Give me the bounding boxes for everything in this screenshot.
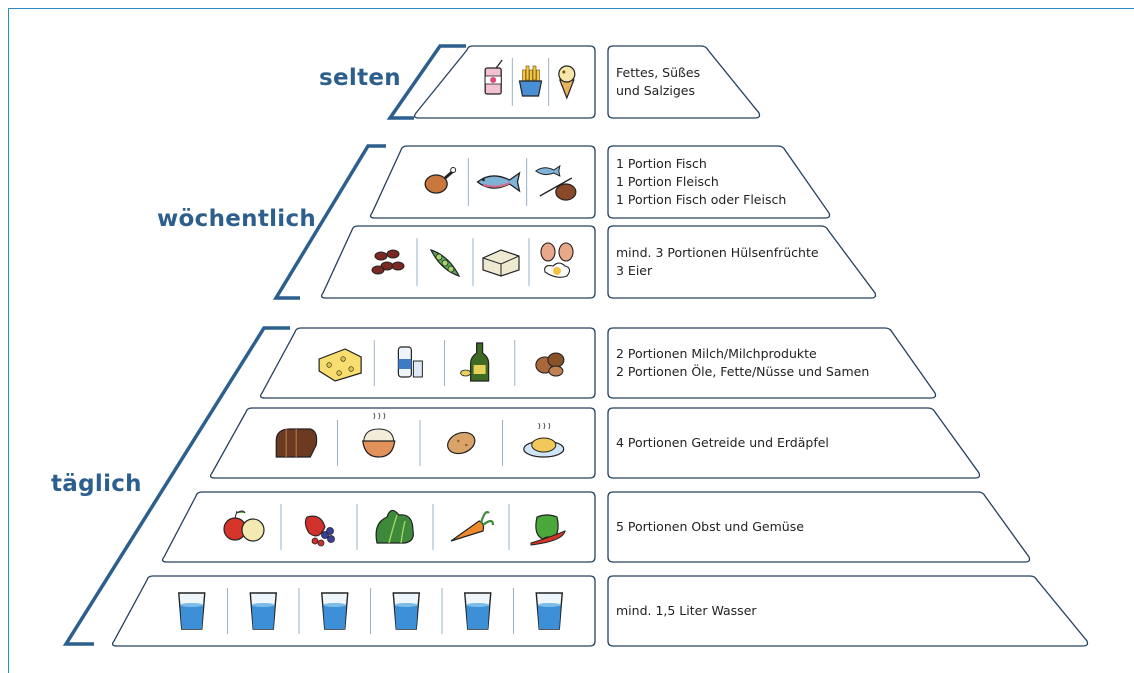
berries-icon bbox=[304, 515, 335, 547]
level-5 bbox=[209, 407, 981, 479]
level-5-text-cell bbox=[607, 407, 981, 479]
water-glass-icon bbox=[463, 592, 492, 630]
potato-icon bbox=[447, 431, 476, 455]
level-1-description: Fettes, Süßes und Salziges bbox=[616, 64, 700, 100]
pasta-plate-icon bbox=[523, 422, 565, 458]
level-3 bbox=[320, 225, 877, 299]
freq-label-woechentlich: wöchentlich bbox=[157, 206, 317, 232]
chicken-leg-icon bbox=[424, 167, 457, 194]
oil-bottle-icon bbox=[460, 342, 490, 382]
pepper-icon bbox=[530, 514, 566, 546]
description-line: 2 Portionen Milch/Milchprodukte bbox=[616, 346, 817, 361]
level-5-description: 4 Portionen Getreide und Erdäpfel bbox=[616, 434, 829, 452]
level-5-icon-cell bbox=[209, 407, 596, 479]
frame-left-border bbox=[8, 8, 9, 673]
freq-label-taeglich: täglich bbox=[51, 471, 142, 497]
description-line: 3 Eier bbox=[616, 263, 653, 278]
level-1-text-cell bbox=[607, 45, 761, 119]
beans-icon bbox=[371, 249, 405, 275]
cheese-icon bbox=[318, 348, 362, 382]
milk-icon bbox=[397, 346, 423, 378]
description-line: 1 Portion Fleisch bbox=[616, 174, 719, 189]
lettuce-icon bbox=[375, 509, 414, 544]
eggs-icon bbox=[540, 242, 574, 278]
soft-drink-icon bbox=[484, 59, 503, 95]
level-4-description: 2 Portionen Milch/Milchprodukte 2 Portion… bbox=[616, 345, 869, 381]
apple-icon bbox=[223, 510, 265, 542]
bracket-selten bbox=[386, 44, 466, 120]
level-7-text-cell bbox=[607, 575, 1089, 647]
description-line: mind. 1,5 Liter Wasser bbox=[616, 603, 757, 618]
description-line: Fettes, Süßes bbox=[616, 65, 701, 80]
level-6-description: 5 Portionen Obst und Gemüse bbox=[616, 518, 804, 536]
ice-cream-icon bbox=[558, 65, 576, 100]
description-line: 1 Portion Fisch bbox=[616, 156, 707, 171]
french-fries-icon bbox=[518, 65, 543, 97]
level-4 bbox=[259, 327, 937, 399]
level-4-icon-cell bbox=[259, 327, 596, 399]
peas-icon bbox=[429, 248, 461, 278]
bracket-woechentlich bbox=[272, 144, 386, 300]
freq-label-selten: selten bbox=[319, 65, 401, 91]
carrot-icon bbox=[450, 511, 495, 542]
level-7 bbox=[111, 575, 1089, 647]
level-2-description: 1 Portion Fisch 1 Portion Fleisch 1 Portio… bbox=[616, 155, 786, 209]
level-6-text-cell bbox=[607, 491, 1031, 563]
level-2 bbox=[369, 145, 831, 219]
level-3-text-cell bbox=[607, 225, 877, 299]
description-line: 5 Portionen Obst und Gemüse bbox=[616, 519, 804, 534]
description-line: 4 Portionen Getreide und Erdäpfel bbox=[616, 435, 829, 450]
level-1-icon-cell bbox=[413, 45, 596, 119]
nuts-icon bbox=[535, 352, 565, 377]
frame-top-border bbox=[8, 8, 1134, 9]
water-glass-icon bbox=[177, 592, 206, 630]
bracket-taeglich bbox=[62, 326, 290, 646]
level-4-text-cell bbox=[607, 327, 937, 399]
water-glass-icon bbox=[392, 592, 421, 630]
level-6 bbox=[161, 491, 1031, 563]
description-line: und Salziges bbox=[616, 83, 695, 98]
water-glass-icon bbox=[535, 592, 564, 630]
fish-icon bbox=[476, 171, 521, 193]
fish-or-meat-icon bbox=[534, 164, 577, 201]
level-3-icon-cell bbox=[320, 225, 596, 299]
level-2-text-cell bbox=[607, 145, 831, 219]
description-line: mind. 3 Portionen Hülsenfrüchte bbox=[616, 245, 819, 260]
level-1 bbox=[413, 45, 761, 119]
level-3-description: mind. 3 Portionen Hülsenfrüchte 3 Eier bbox=[616, 244, 819, 280]
water-glass-icon bbox=[249, 592, 278, 630]
level-7-description: mind. 1,5 Liter Wasser bbox=[616, 602, 757, 620]
tofu-icon bbox=[482, 249, 520, 277]
water-glass-icon bbox=[320, 592, 349, 630]
description-line: 2 Portionen Öle, Fette/Nüsse und Samen bbox=[616, 364, 870, 379]
description-line: 1 Portion Fisch oder Fleisch bbox=[616, 192, 787, 207]
bread-icon bbox=[275, 428, 318, 458]
rice-bowl-icon bbox=[362, 412, 396, 458]
